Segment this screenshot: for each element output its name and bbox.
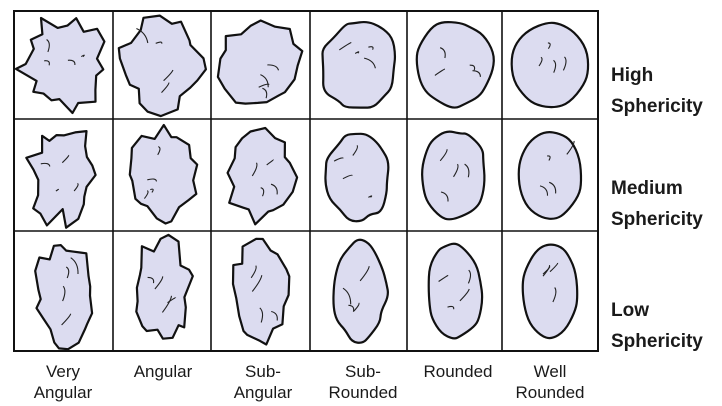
grain-high-sub-angular: [218, 21, 302, 104]
column-label-very-angular: Very Angular: [13, 361, 113, 403]
grain-low-sub-angular: [233, 239, 289, 345]
column-label-sub-rounded: Sub- Rounded: [313, 361, 413, 403]
grain-medium-well-rounded: [519, 132, 581, 219]
column-label-sub-angular: Sub- Angular: [213, 361, 313, 403]
grain-high-angular: [119, 16, 206, 117]
column-label-rounded: Rounded: [408, 361, 508, 382]
grain-medium-very-angular: [26, 131, 95, 228]
grain-low-angular: [136, 235, 193, 339]
grain-medium-sub-angular: [228, 128, 298, 224]
row-label-high-sphericity: High Sphericity: [611, 60, 703, 122]
grid-frame: [14, 11, 598, 351]
grain-low-rounded: [429, 244, 482, 339]
grain-medium-rounded: [422, 132, 484, 220]
grain-medium-angular: [130, 125, 197, 224]
row-label-low-sphericity: Low Sphericity: [611, 295, 703, 357]
column-label-angular: Angular: [113, 361, 213, 382]
grain-high-very-angular: [16, 18, 104, 113]
grain-low-sub-rounded: [333, 240, 387, 343]
grain-high-rounded: [417, 22, 494, 107]
grain-low-well-rounded: [523, 245, 577, 338]
grain-medium-sub-rounded: [325, 134, 388, 221]
grain-high-sub-rounded: [322, 22, 394, 108]
row-label-medium-sphericity: Medium Sphericity: [611, 173, 703, 235]
column-label-well-rounded: Well Rounded: [500, 361, 600, 403]
grain-high-well-rounded: [512, 23, 588, 107]
